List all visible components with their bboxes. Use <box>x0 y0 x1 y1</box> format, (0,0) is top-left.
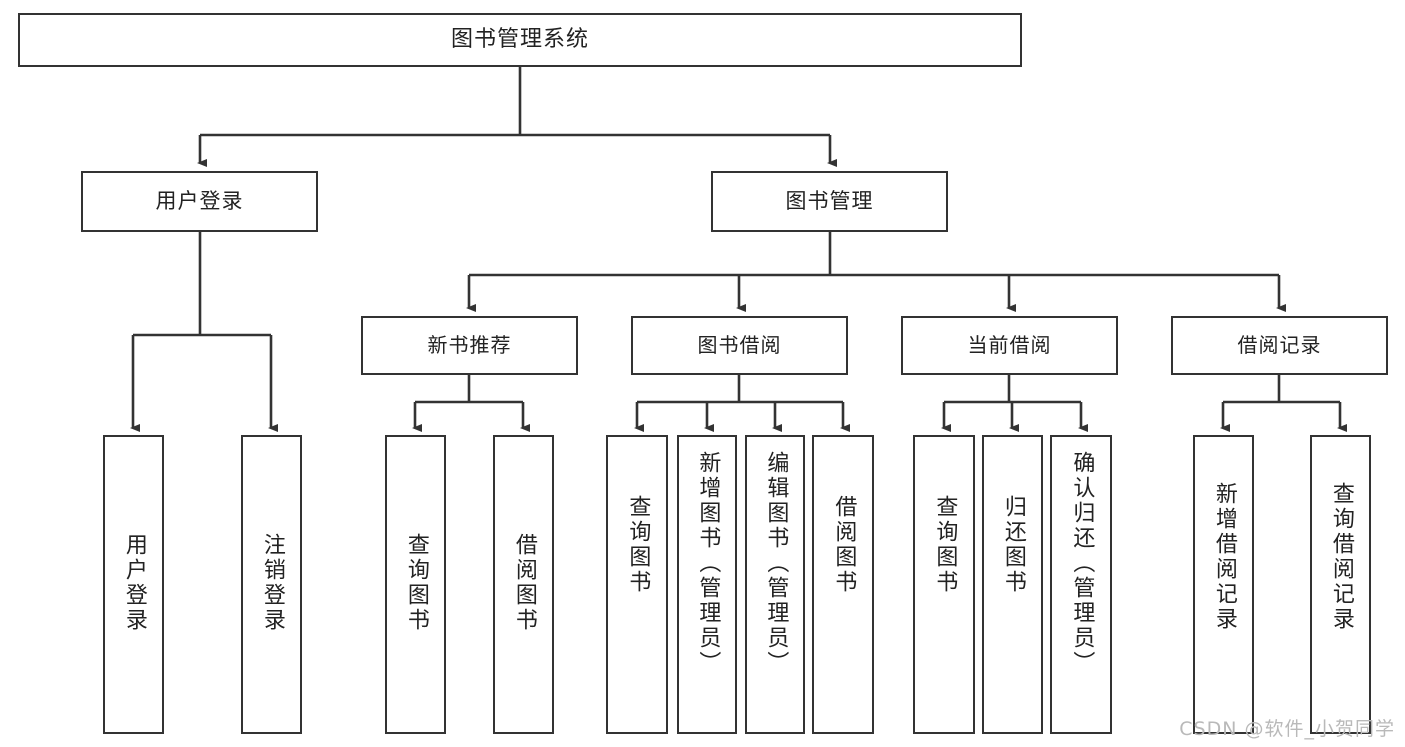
node-label: 图书管理系统 <box>450 27 589 53</box>
leaf-borrow-book-newbook[interactable]: 借阅图书 <box>493 435 554 734</box>
leaf-logout[interactable]: 注销登录 <box>241 435 302 734</box>
node-label: 用户登录 <box>155 189 244 214</box>
leaf-edit-book-admin[interactable]: 编辑图书（管理员） <box>745 435 805 734</box>
leaf-label: 查询图书 <box>625 495 651 595</box>
leaf-label: 确认归还（管理员） <box>1069 451 1095 676</box>
leaf-label: 编辑图书（管理员） <box>763 451 789 676</box>
leaf-label: 新增图书（管理员） <box>695 451 721 676</box>
node-root-book-management-system[interactable]: 图书管理系统 <box>18 13 1022 67</box>
node-label: 当前借阅 <box>967 333 1052 357</box>
leaf-confirm-return-admin[interactable]: 确认归还（管理员） <box>1050 435 1112 734</box>
leaf-label: 查询图书 <box>932 495 958 595</box>
leaf-query-borrow-record[interactable]: 查询借阅记录 <box>1310 435 1371 734</box>
leaf-label: 借阅图书 <box>831 495 857 595</box>
leaf-borrow-book-borrow[interactable]: 借阅图书 <box>812 435 874 734</box>
leaf-label: 新增借阅记录 <box>1211 482 1237 632</box>
node-current-borrowing[interactable]: 当前借阅 <box>901 316 1118 375</box>
node-book-borrowing[interactable]: 图书借阅 <box>631 316 848 375</box>
leaf-return-book[interactable]: 归还图书 <box>982 435 1043 734</box>
node-label: 借阅记录 <box>1237 333 1322 357</box>
leaf-query-book-borrow[interactable]: 查询图书 <box>606 435 668 734</box>
leaf-label: 归还图书 <box>1000 495 1026 595</box>
leaf-add-book-admin[interactable]: 新增图书（管理员） <box>677 435 737 734</box>
leaf-label: 查询图书 <box>403 533 429 633</box>
node-label: 图书管理 <box>785 189 874 214</box>
leaf-label: 注销登录 <box>259 533 285 633</box>
leaf-query-book-newbook[interactable]: 查询图书 <box>385 435 446 734</box>
csdn-watermark: CSDN @软件_小贺同学 <box>1179 718 1395 740</box>
node-user-login[interactable]: 用户登录 <box>81 171 318 232</box>
node-borrowing-record[interactable]: 借阅记录 <box>1171 316 1388 375</box>
leaf-label: 用户登录 <box>121 533 147 633</box>
leaf-label: 借阅图书 <box>511 533 537 633</box>
leaf-user-login[interactable]: 用户登录 <box>103 435 164 734</box>
node-book-management[interactable]: 图书管理 <box>711 171 948 232</box>
leaf-query-book-current[interactable]: 查询图书 <box>913 435 975 734</box>
node-label: 新书推荐 <box>427 333 512 357</box>
leaf-add-borrow-record[interactable]: 新增借阅记录 <box>1193 435 1254 734</box>
node-label: 图书借阅 <box>697 333 782 357</box>
leaf-label: 查询借阅记录 <box>1328 482 1354 632</box>
node-new-book-recommendation[interactable]: 新书推荐 <box>361 316 578 375</box>
